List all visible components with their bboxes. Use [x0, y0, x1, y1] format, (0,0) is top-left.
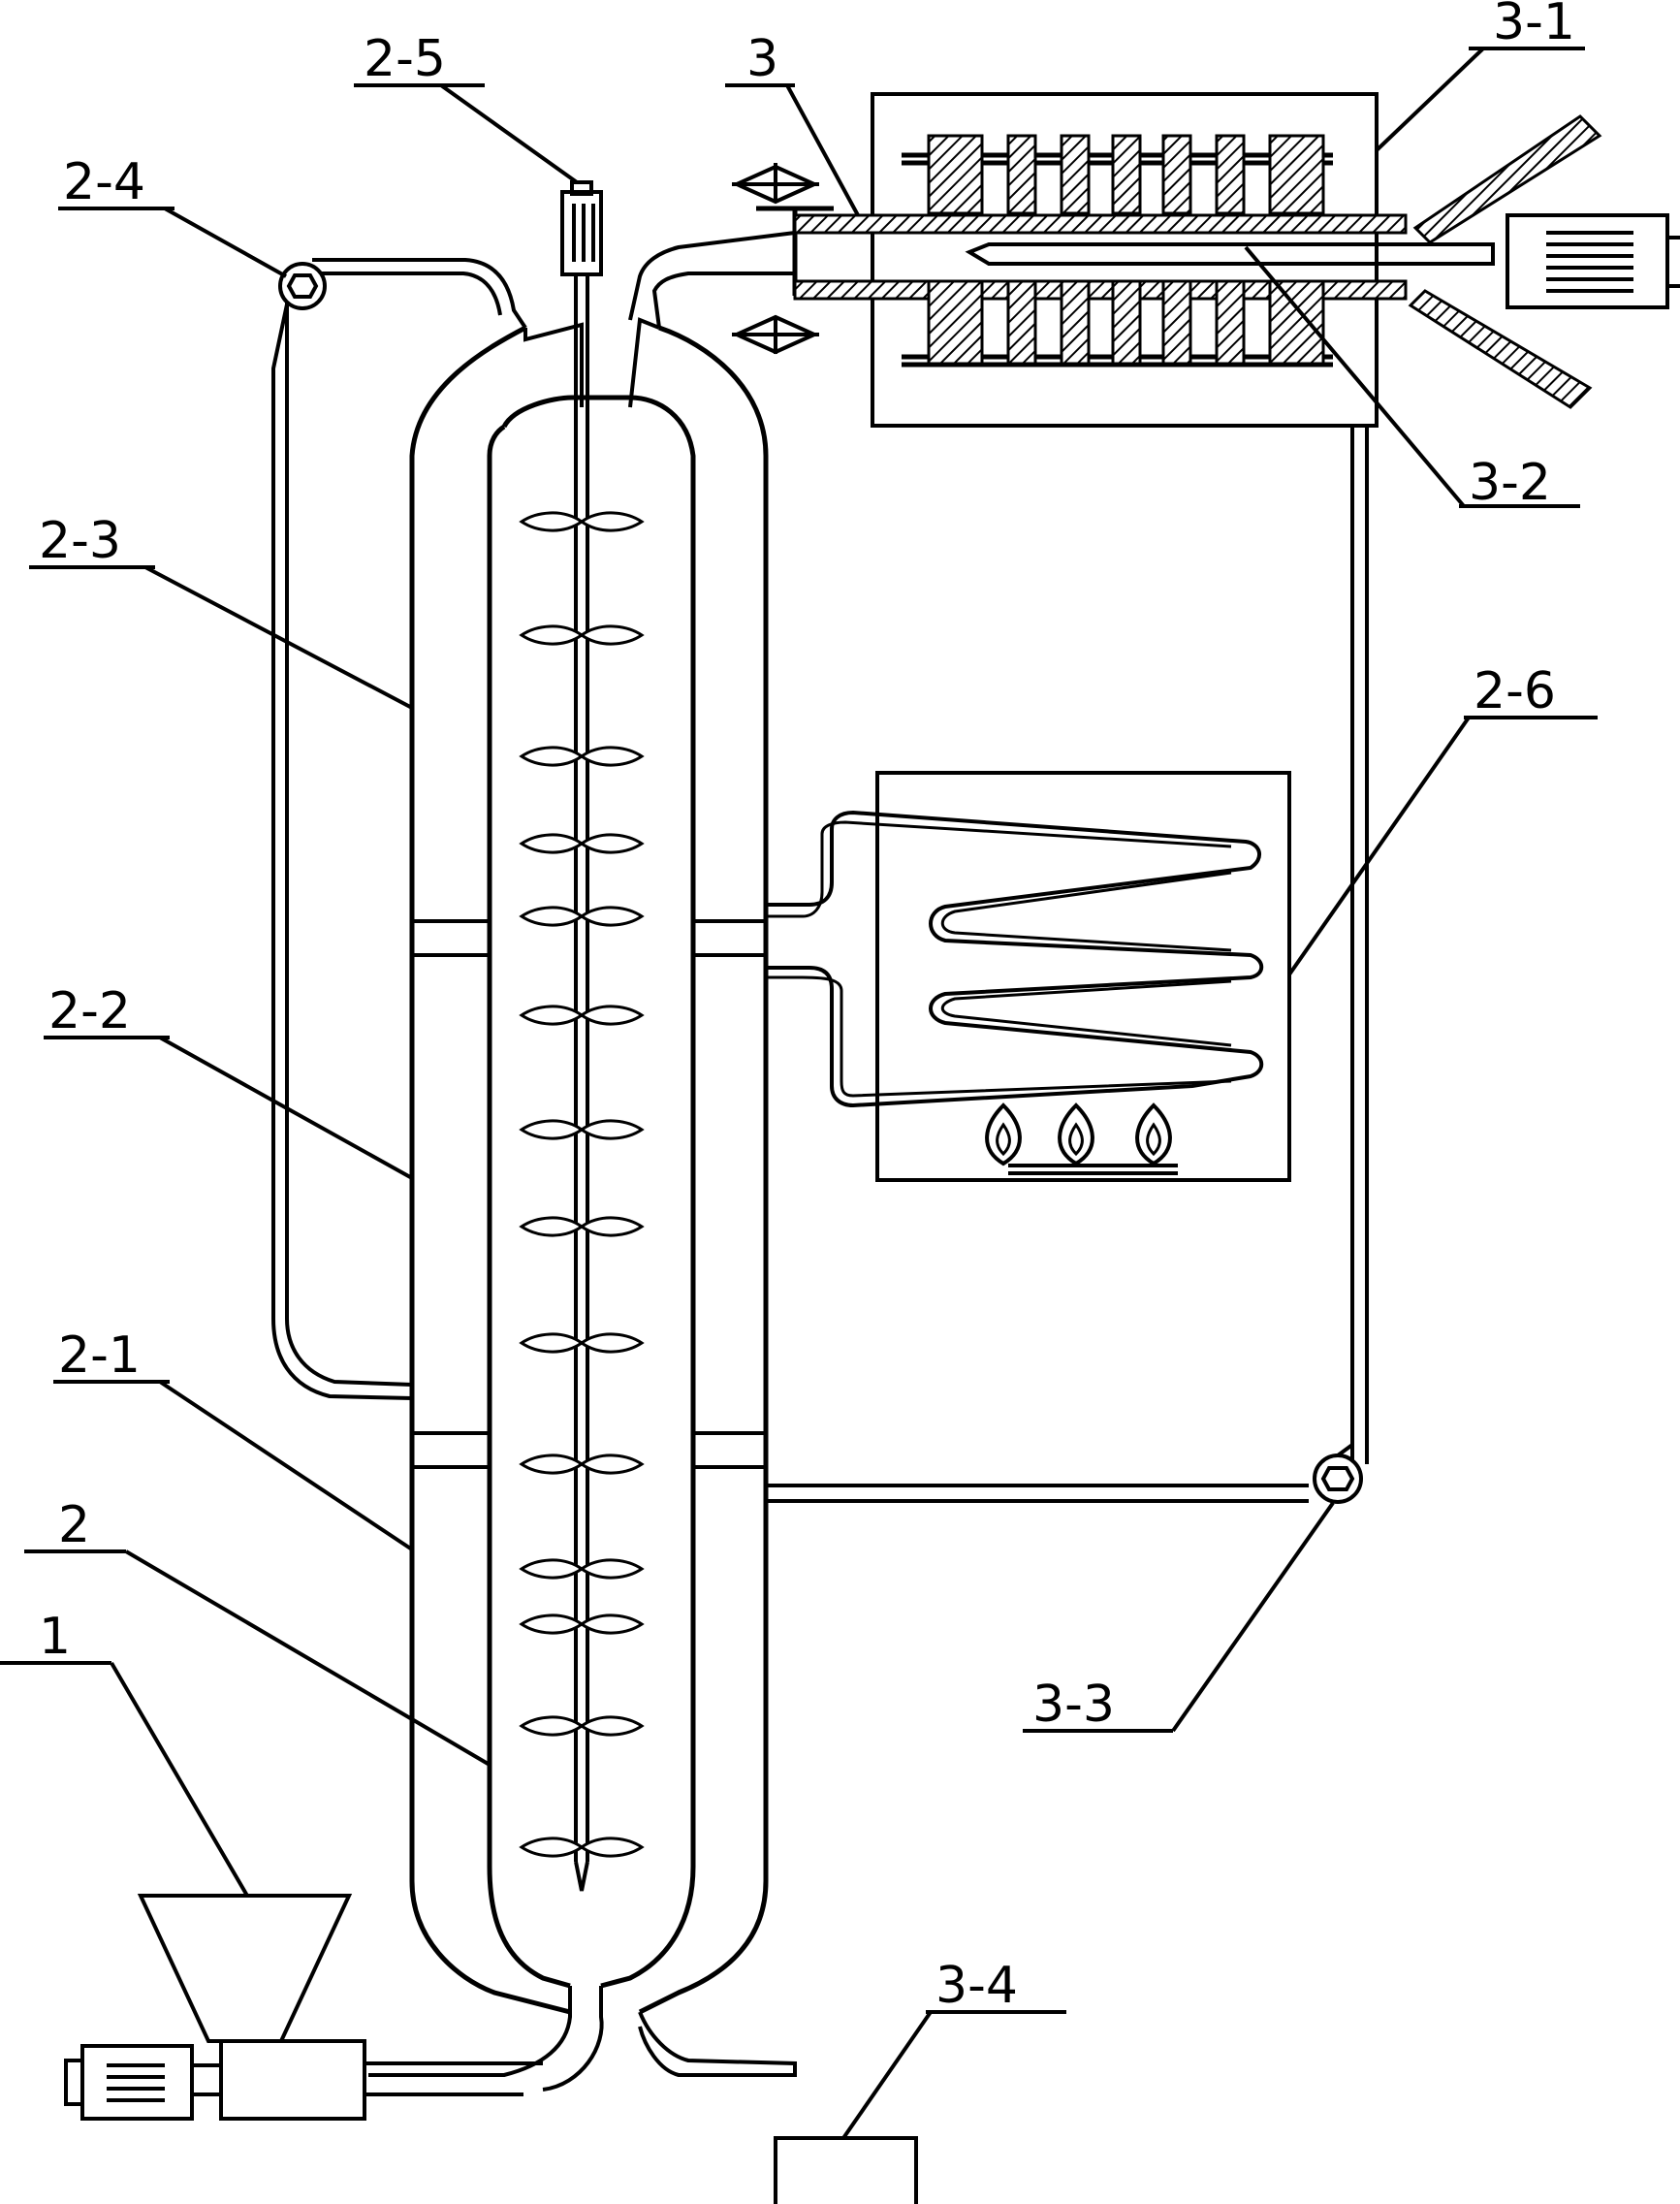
flame-icon: [985, 1102, 1022, 1166]
agitator-blade: [579, 833, 645, 854]
filter-cartridge: [1215, 279, 1246, 366]
label-2-1: 2-1: [58, 1326, 141, 1385]
filter-cartridge: [1268, 134, 1325, 215]
agitator-blade: [519, 1715, 585, 1737]
agitator-blade: [579, 624, 645, 646]
label-2-4: 2-4: [63, 153, 145, 211]
agitator-blade: [579, 511, 645, 532]
agitator-blade: [519, 1558, 585, 1580]
motor-icon: [1506, 213, 1669, 309]
agitator-blade: [519, 1119, 585, 1140]
filter-cartridge: [1161, 134, 1192, 215]
leader-lines: [0, 47, 1598, 2140]
agitator-blade: [519, 1216, 585, 1237]
separation-unit: [628, 92, 1680, 428]
filter-cartridges: [927, 134, 1325, 366]
circulation-pump-left: [278, 262, 327, 310]
agitator-blade: [519, 906, 585, 927]
filter-cartridge: [1111, 134, 1142, 215]
agitator-blade: [579, 746, 645, 767]
reactor-vessel: [368, 317, 797, 2092]
label-2-5: 2-5: [364, 30, 446, 88]
agitator-blade: [519, 1005, 585, 1026]
agitator-blade: [579, 906, 645, 927]
part-labels: 2-5 3 3-1 2-4 3-2 2-3 2-6 2-2 2-1 2 1 3-…: [39, 0, 1575, 2015]
filter-cartridge: [1268, 279, 1325, 366]
agitator-blade: [519, 1332, 585, 1354]
filter-cartridge: [1215, 134, 1246, 215]
feed-hopper: [64, 1894, 543, 2121]
right-circulation-pipe: [764, 427, 1369, 1508]
screw-feeder: [219, 2039, 366, 2121]
agitator-blade: [519, 1453, 585, 1475]
flame-icon: [1135, 1102, 1172, 1166]
filter-cartridge: [1111, 279, 1142, 366]
motor-fins: [1546, 231, 1633, 293]
filter-cartridge: [1060, 279, 1091, 366]
agitator-blade: [579, 1837, 645, 1858]
heating-furnace: [766, 771, 1291, 1182]
flame-icon: [1058, 1102, 1094, 1166]
left-circulation-pipe: [271, 258, 527, 1400]
agitator-blade: [519, 624, 585, 646]
agitator-blade: [519, 746, 585, 767]
agitator-blade: [519, 833, 585, 854]
stirrer-assembly: [560, 180, 603, 1892]
agitator-blade: [579, 1453, 645, 1475]
collection-box: [774, 2136, 918, 2204]
agitator-blade: [579, 1216, 645, 1237]
agitator-blade: [579, 1332, 645, 1354]
agitator-blade: [579, 1119, 645, 1140]
agitator-blade: [579, 1558, 645, 1580]
agitator-blade: [519, 1613, 585, 1635]
agitator-blade: [519, 1837, 585, 1858]
filter-cartridge: [1060, 134, 1091, 215]
agitator-blade: [519, 511, 585, 532]
label-3-4: 3-4: [935, 1957, 1018, 2015]
agitator-blade: [579, 1005, 645, 1026]
label-2-2: 2-2: [48, 982, 131, 1040]
agitator-blade: [579, 1715, 645, 1737]
label-3-1: 3-1: [1493, 0, 1575, 51]
label-2: 2: [58, 1496, 90, 1554]
label-2-6: 2-6: [1474, 662, 1556, 720]
label-3-2: 3-2: [1469, 454, 1551, 512]
label-1: 1: [39, 1608, 71, 1666]
motor-icon: [80, 2044, 194, 2121]
filter-cartridge: [1006, 279, 1037, 366]
label-3: 3: [746, 30, 778, 88]
agitator-blade: [579, 1613, 645, 1635]
label-3-3: 3-3: [1032, 1676, 1115, 1734]
label-2-3: 2-3: [39, 512, 121, 570]
filter-cartridge: [1161, 279, 1192, 366]
filter-cartridge: [927, 134, 984, 215]
filter-cartridge: [1006, 134, 1037, 215]
jacket-sections: [412, 919, 766, 1469]
filter-cartridge: [927, 279, 984, 366]
agitator-blades: [519, 511, 645, 1858]
